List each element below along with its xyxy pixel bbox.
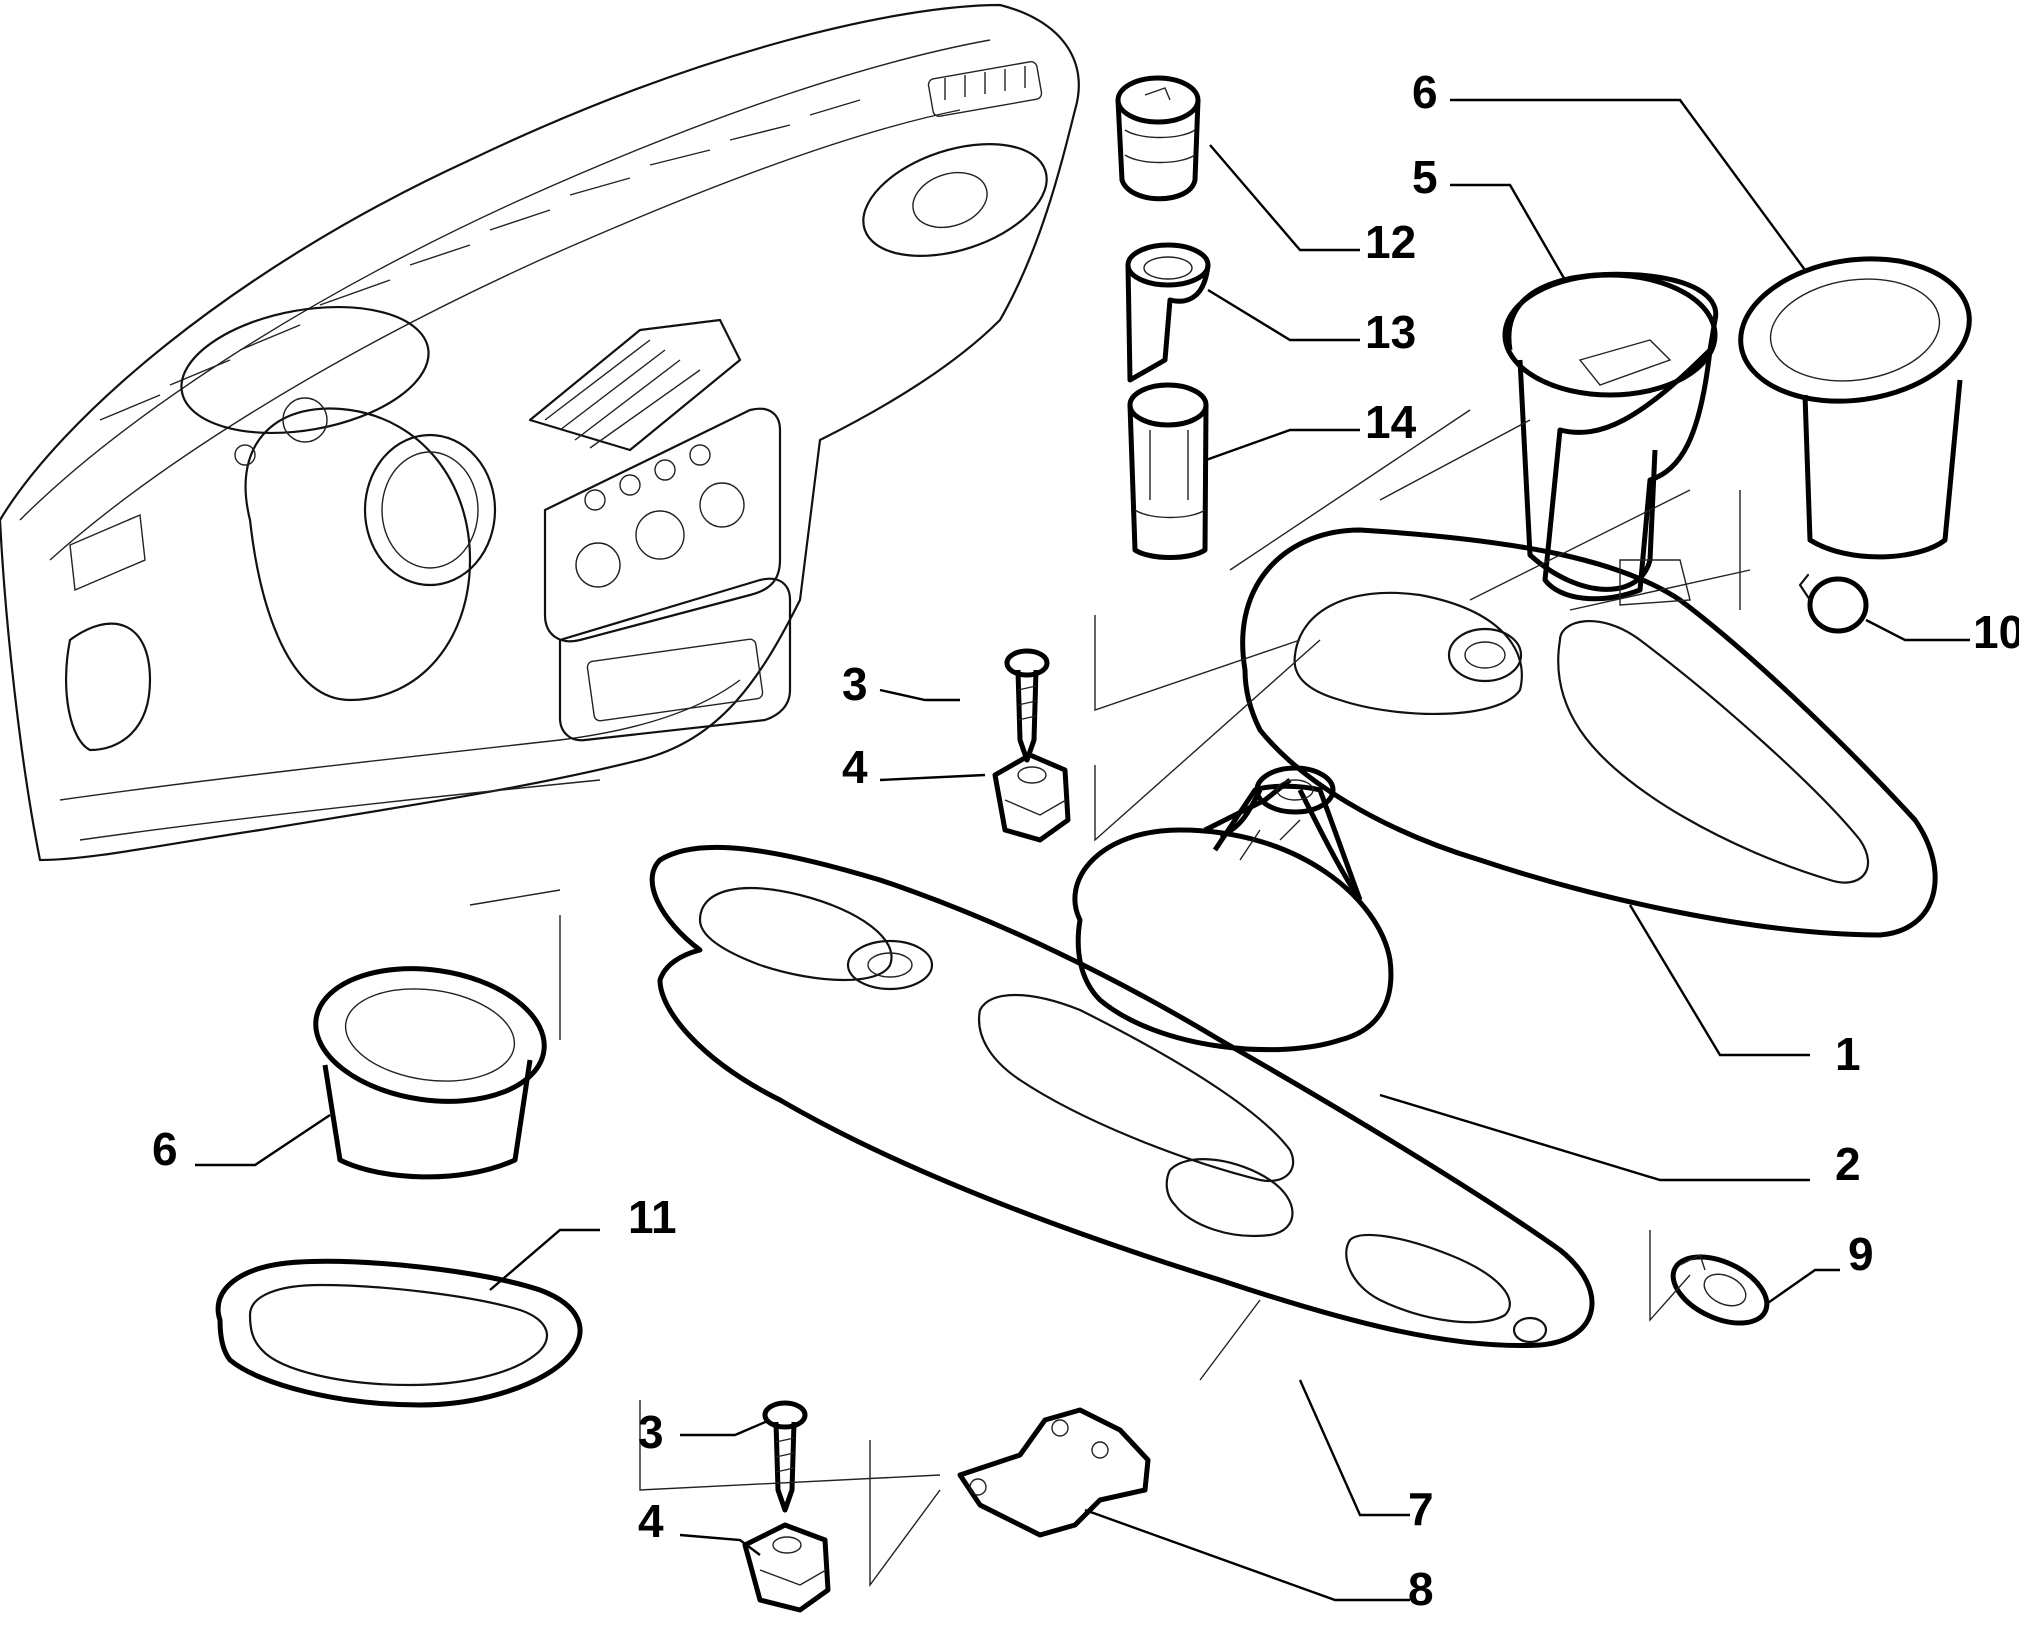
label-6a: 6 (1412, 66, 1438, 118)
label-4b: 4 (638, 1495, 664, 1547)
label-5: 5 (1412, 151, 1438, 203)
label-14: 14 (1365, 396, 1417, 448)
part-4-nut-upper (992, 752, 1071, 843)
callout-labels: 12 13 14 5 6 10 1 2 9 7 8 3 4 3 4 6 11 (152, 66, 2019, 1615)
part-3-screw-upper (1004, 648, 1050, 763)
assembly-lines (469, 409, 1751, 1588)
label-11: 11 (628, 1191, 677, 1243)
label-10: 10 (1973, 606, 2019, 658)
leader-lines (195, 98, 1970, 1602)
part-3-screw-lower (762, 1400, 808, 1513)
part-2-gear-boot (1072, 765, 1394, 1053)
part-10-clip (1798, 573, 1869, 634)
label-3a: 3 (842, 658, 868, 710)
part-8-bracket (957, 1407, 1151, 1538)
part-14-lighter-socket (1127, 382, 1209, 560)
part-4-nut-lower (742, 1522, 831, 1613)
part-7-lower-console (649, 844, 1595, 1349)
part-11-tray-mat (215, 1258, 583, 1408)
label-4a: 4 (842, 741, 868, 793)
label-8: 8 (1408, 1563, 1434, 1615)
part-12-lighter-plug (1115, 75, 1201, 202)
label-7: 7 (1408, 1483, 1434, 1535)
label-3b: 3 (638, 1406, 664, 1458)
part-1-upper-console (1240, 527, 1938, 938)
part-13-lighter-sleeve (1125, 242, 1211, 383)
label-13: 13 (1365, 306, 1416, 358)
part-9-clip (1670, 1254, 1770, 1326)
part-5-cup-holder-insert (1502, 271, 1719, 602)
label-6b: 6 (152, 1123, 178, 1175)
label-1: 1 (1835, 1028, 1861, 1080)
part-6-cup-holder-top-right (1738, 256, 1972, 560)
dashboard-outline (0, 3, 1080, 862)
label-12: 12 (1365, 216, 1416, 268)
label-2: 2 (1835, 1138, 1861, 1190)
label-9: 9 (1848, 1228, 1874, 1280)
part-6-cup-holder-lower-left (313, 966, 547, 1180)
